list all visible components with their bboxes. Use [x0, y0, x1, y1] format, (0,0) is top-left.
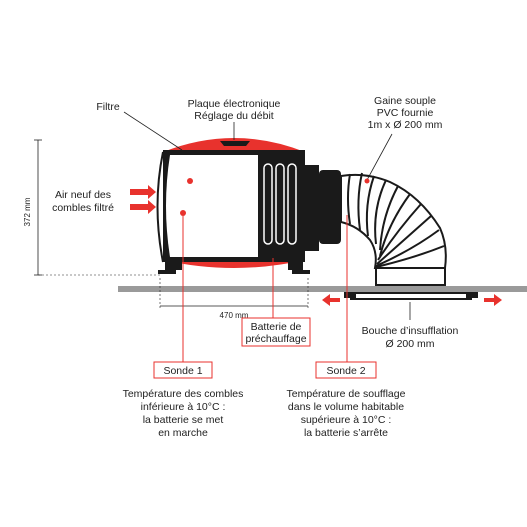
outlet-arrow-right	[484, 294, 502, 306]
batterie-label-line1: Batterie de	[251, 321, 302, 333]
gaine-label-line1: Gaine souple	[374, 95, 436, 107]
bouche-insufflation	[344, 292, 478, 300]
leader-gaine	[366, 133, 393, 181]
sonde1-dot-top	[187, 178, 193, 184]
unit-foot-right	[288, 258, 310, 274]
plaque-label-line1: Plaque électronique	[188, 98, 281, 110]
air-label-line2: combles filtré	[52, 202, 114, 214]
intake-arrow-2	[130, 200, 156, 214]
sonde1-desc-line1: Température des combles	[123, 388, 244, 400]
sonde2-desc-line2: dans le volume habitable	[288, 401, 404, 413]
plaque-label-line2: Réglage du débit	[194, 110, 273, 122]
sonde1-desc-line2: inférieure à 10°C :	[141, 401, 226, 413]
floor-slab	[118, 286, 527, 292]
flexible-duct	[340, 172, 447, 286]
intake-arrow-1	[130, 185, 156, 199]
air-label-line1: Air neuf des	[55, 189, 111, 201]
heater-panel	[258, 158, 300, 252]
heater-coil-3	[287, 163, 297, 245]
heater-coil-2	[275, 163, 285, 245]
sonde2-desc-line1: Température de soufflage	[287, 388, 406, 400]
height-dim-label: 372 mm	[23, 197, 32, 226]
bouche-label-line2: Ø 200 mm	[385, 338, 434, 350]
leader-filtre	[123, 111, 183, 151]
sonde2-desc-line4: la batterie s’arrête	[304, 427, 388, 439]
sonde1-desc-line3: la batterie se met	[143, 414, 224, 426]
sonde2-desc-line3: supérieure à 10°C :	[301, 414, 392, 426]
outlet-collar	[305, 165, 319, 251]
sonde1-box	[153, 361, 213, 379]
sonde1-dot	[180, 210, 186, 216]
batterie-box	[241, 317, 311, 347]
outlet-ring	[319, 170, 341, 244]
batterie-label-line2: préchauffage	[245, 333, 306, 345]
width-dim-label: 470 mm	[220, 311, 249, 320]
bouche-label-line1: Bouche d’insufflation	[362, 325, 459, 337]
unit-foot-left	[158, 258, 182, 274]
gaine-label-line2: PVC fournie	[377, 107, 434, 119]
sonde2-box	[315, 361, 377, 379]
leader-gaine-dot	[364, 178, 370, 184]
gaine-label-line3: 1m x Ø 200 mm	[368, 119, 443, 131]
ventilation-unit	[156, 138, 350, 274]
sonde1-desc-line4: en marche	[158, 427, 208, 439]
heater-coil-1	[263, 163, 273, 245]
unit-left-face	[156, 151, 164, 263]
unit-filter-face	[166, 155, 258, 257]
plaque-electronique	[220, 141, 250, 146]
outlet-arrow-left	[322, 294, 340, 306]
sonde1-label: Sonde 1	[163, 365, 202, 377]
filtre-label: Filtre	[96, 101, 119, 113]
sonde2-label: Sonde 2	[326, 365, 365, 377]
